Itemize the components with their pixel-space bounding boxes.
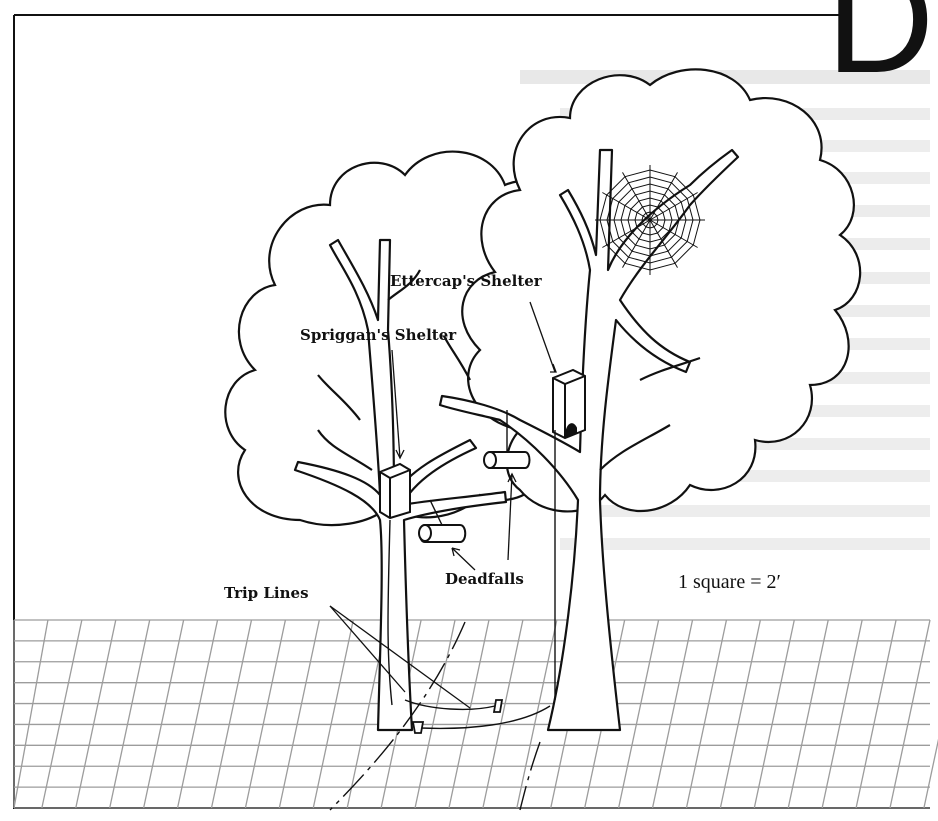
grid-column-line xyxy=(178,620,218,808)
grid-column-line xyxy=(279,620,319,808)
trip-lines-label: Trip Lines xyxy=(224,584,309,602)
grid-column-line xyxy=(449,620,489,808)
grid-column-line xyxy=(619,620,659,808)
grid-column-line xyxy=(924,620,938,808)
spriggan-shelter-box xyxy=(380,464,410,518)
grid-column-line xyxy=(110,620,150,808)
grid-column-line xyxy=(686,620,726,808)
grid-column-line xyxy=(76,620,116,808)
header-letters: DE xyxy=(826,0,938,104)
grid-column-line xyxy=(483,620,523,808)
grid-column-line xyxy=(856,620,896,808)
grid-column-line xyxy=(144,620,184,808)
scale-note: 1 square = 2′ xyxy=(678,571,781,593)
grid-column-line xyxy=(14,620,48,808)
grid-column-line xyxy=(720,620,760,808)
grid-column-line xyxy=(245,620,285,808)
grid-column-line xyxy=(890,620,930,808)
grid-column-line xyxy=(822,620,862,808)
grid-column-line xyxy=(788,620,828,808)
grid-column-line xyxy=(313,620,353,808)
grid-column-line xyxy=(415,620,455,808)
grid-column-line xyxy=(211,620,251,808)
spriggan-shelter-label: Spriggan's Shelter xyxy=(300,326,457,344)
ettercap-shelter-label: Ettercap's Shelter xyxy=(390,272,543,290)
ground-grid xyxy=(14,620,938,808)
ettercap-shelter-box xyxy=(553,370,585,438)
grid-column-line xyxy=(42,620,82,808)
deadfalls-label: Deadfalls xyxy=(445,570,524,588)
grid-column-line xyxy=(754,620,794,808)
grid-column-line xyxy=(653,620,693,808)
